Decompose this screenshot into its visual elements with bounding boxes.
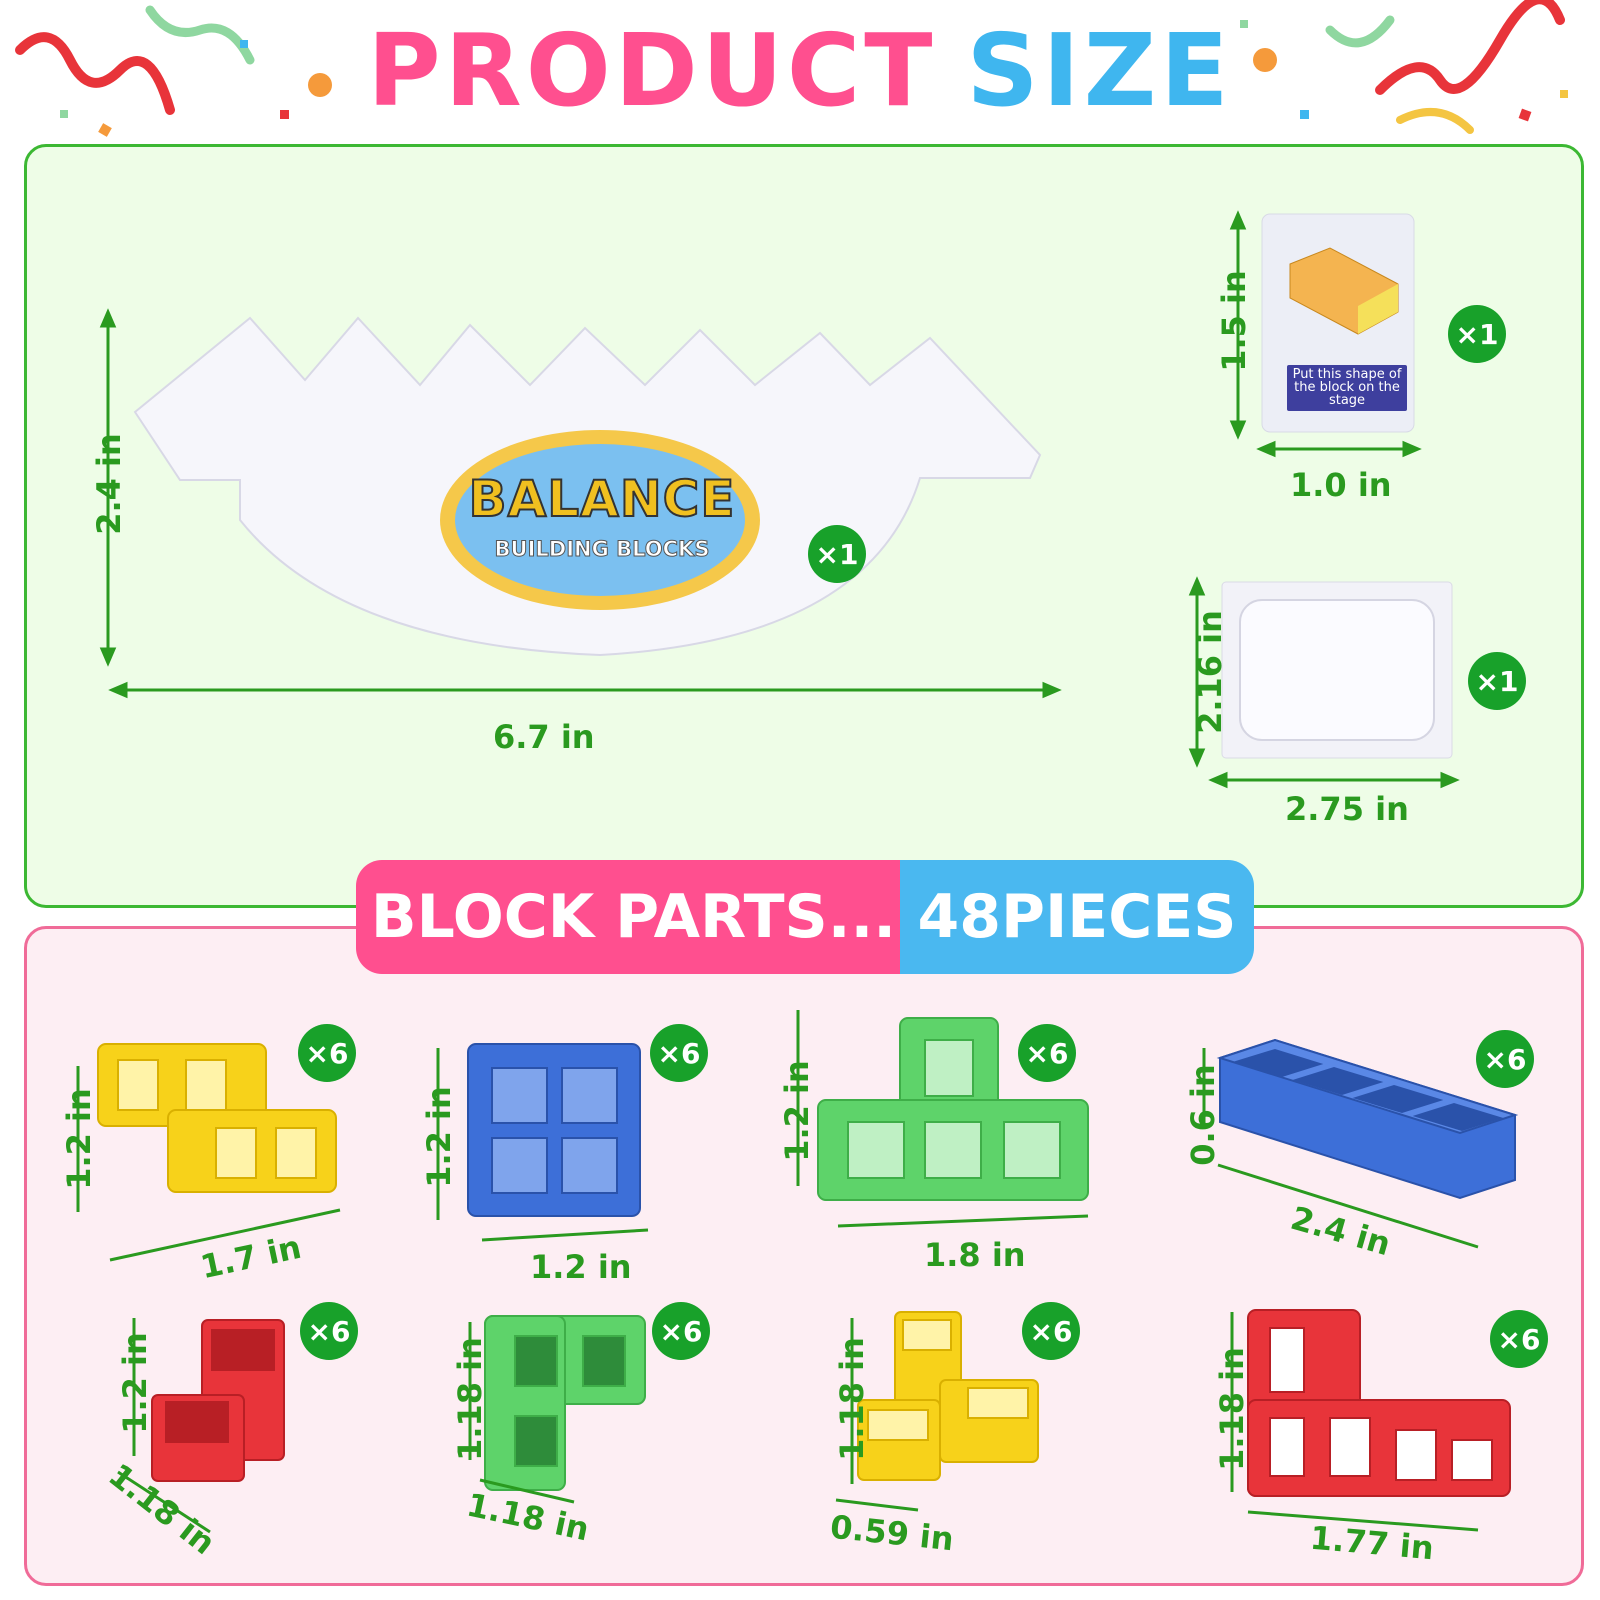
- block-7-height-label: 1.18 in: [832, 1337, 871, 1461]
- block-blue-square: [467, 1043, 641, 1217]
- block-yellow-tripod: [857, 1311, 1039, 1481]
- title-word-size: SIZE: [966, 12, 1233, 129]
- block-2-height-label: 1.2 in: [419, 1086, 458, 1188]
- block-4-height-label: 0.6 in: [1183, 1064, 1222, 1166]
- card-width-label: 1.0 in: [1290, 466, 1392, 504]
- pieces-count-banner: 48PIECES: [900, 860, 1254, 974]
- block-6-height-label: 1.18 in: [450, 1337, 489, 1461]
- block-6-quantity-badge: ×6: [652, 1302, 710, 1360]
- block-8-quantity-badge: ×6: [1490, 1310, 1548, 1368]
- base-logo-text: BALANCE: [467, 469, 736, 529]
- block-red-l: [1247, 1309, 1511, 1497]
- block-7-quantity-badge: ×6: [1022, 1302, 1080, 1360]
- base-logo-subtext: BUILDING BLOCKS: [494, 537, 710, 562]
- block-5-height-label: 1.2 in: [115, 1332, 154, 1434]
- block-green-t: [817, 1017, 1089, 1201]
- block-parts-banner: BLOCK PARTS...: [356, 860, 911, 974]
- card-quantity-badge: ×1: [1448, 305, 1506, 363]
- block-1-quantity-badge: ×6: [298, 1024, 356, 1082]
- block-3-height-label: 1.2 in: [777, 1060, 816, 1162]
- block-red-corner: [151, 1319, 285, 1482]
- base-width-label: 6.7 in: [493, 718, 595, 756]
- confetti-decoration: [15, 0, 1568, 137]
- card-instruction-text: Put this shape of the block on the stage: [1287, 365, 1407, 411]
- block-1-height-label: 1.2 in: [59, 1088, 98, 1190]
- block-3-quantity-badge: ×6: [1018, 1024, 1076, 1082]
- title-word-product: PRODUCT: [367, 12, 937, 129]
- stage-quantity-badge: ×1: [1468, 652, 1526, 710]
- block-2-width-label: 1.2 in: [530, 1248, 632, 1286]
- block-8-height-label: 1.18 in: [1212, 1347, 1251, 1471]
- block-3-width-label: 1.8 in: [924, 1236, 1026, 1274]
- block-5-quantity-badge: ×6: [300, 1302, 358, 1360]
- block-4-quantity-badge: ×6: [1476, 1030, 1534, 1088]
- block-green-l: [484, 1315, 646, 1491]
- block-yellow-s: [97, 1043, 337, 1193]
- block-blue-line: [1216, 1038, 1519, 1200]
- base-quantity-badge: ×1: [808, 525, 866, 583]
- stage-width-label: 2.75 in: [1285, 790, 1409, 828]
- block-2-quantity-badge: ×6: [650, 1024, 708, 1082]
